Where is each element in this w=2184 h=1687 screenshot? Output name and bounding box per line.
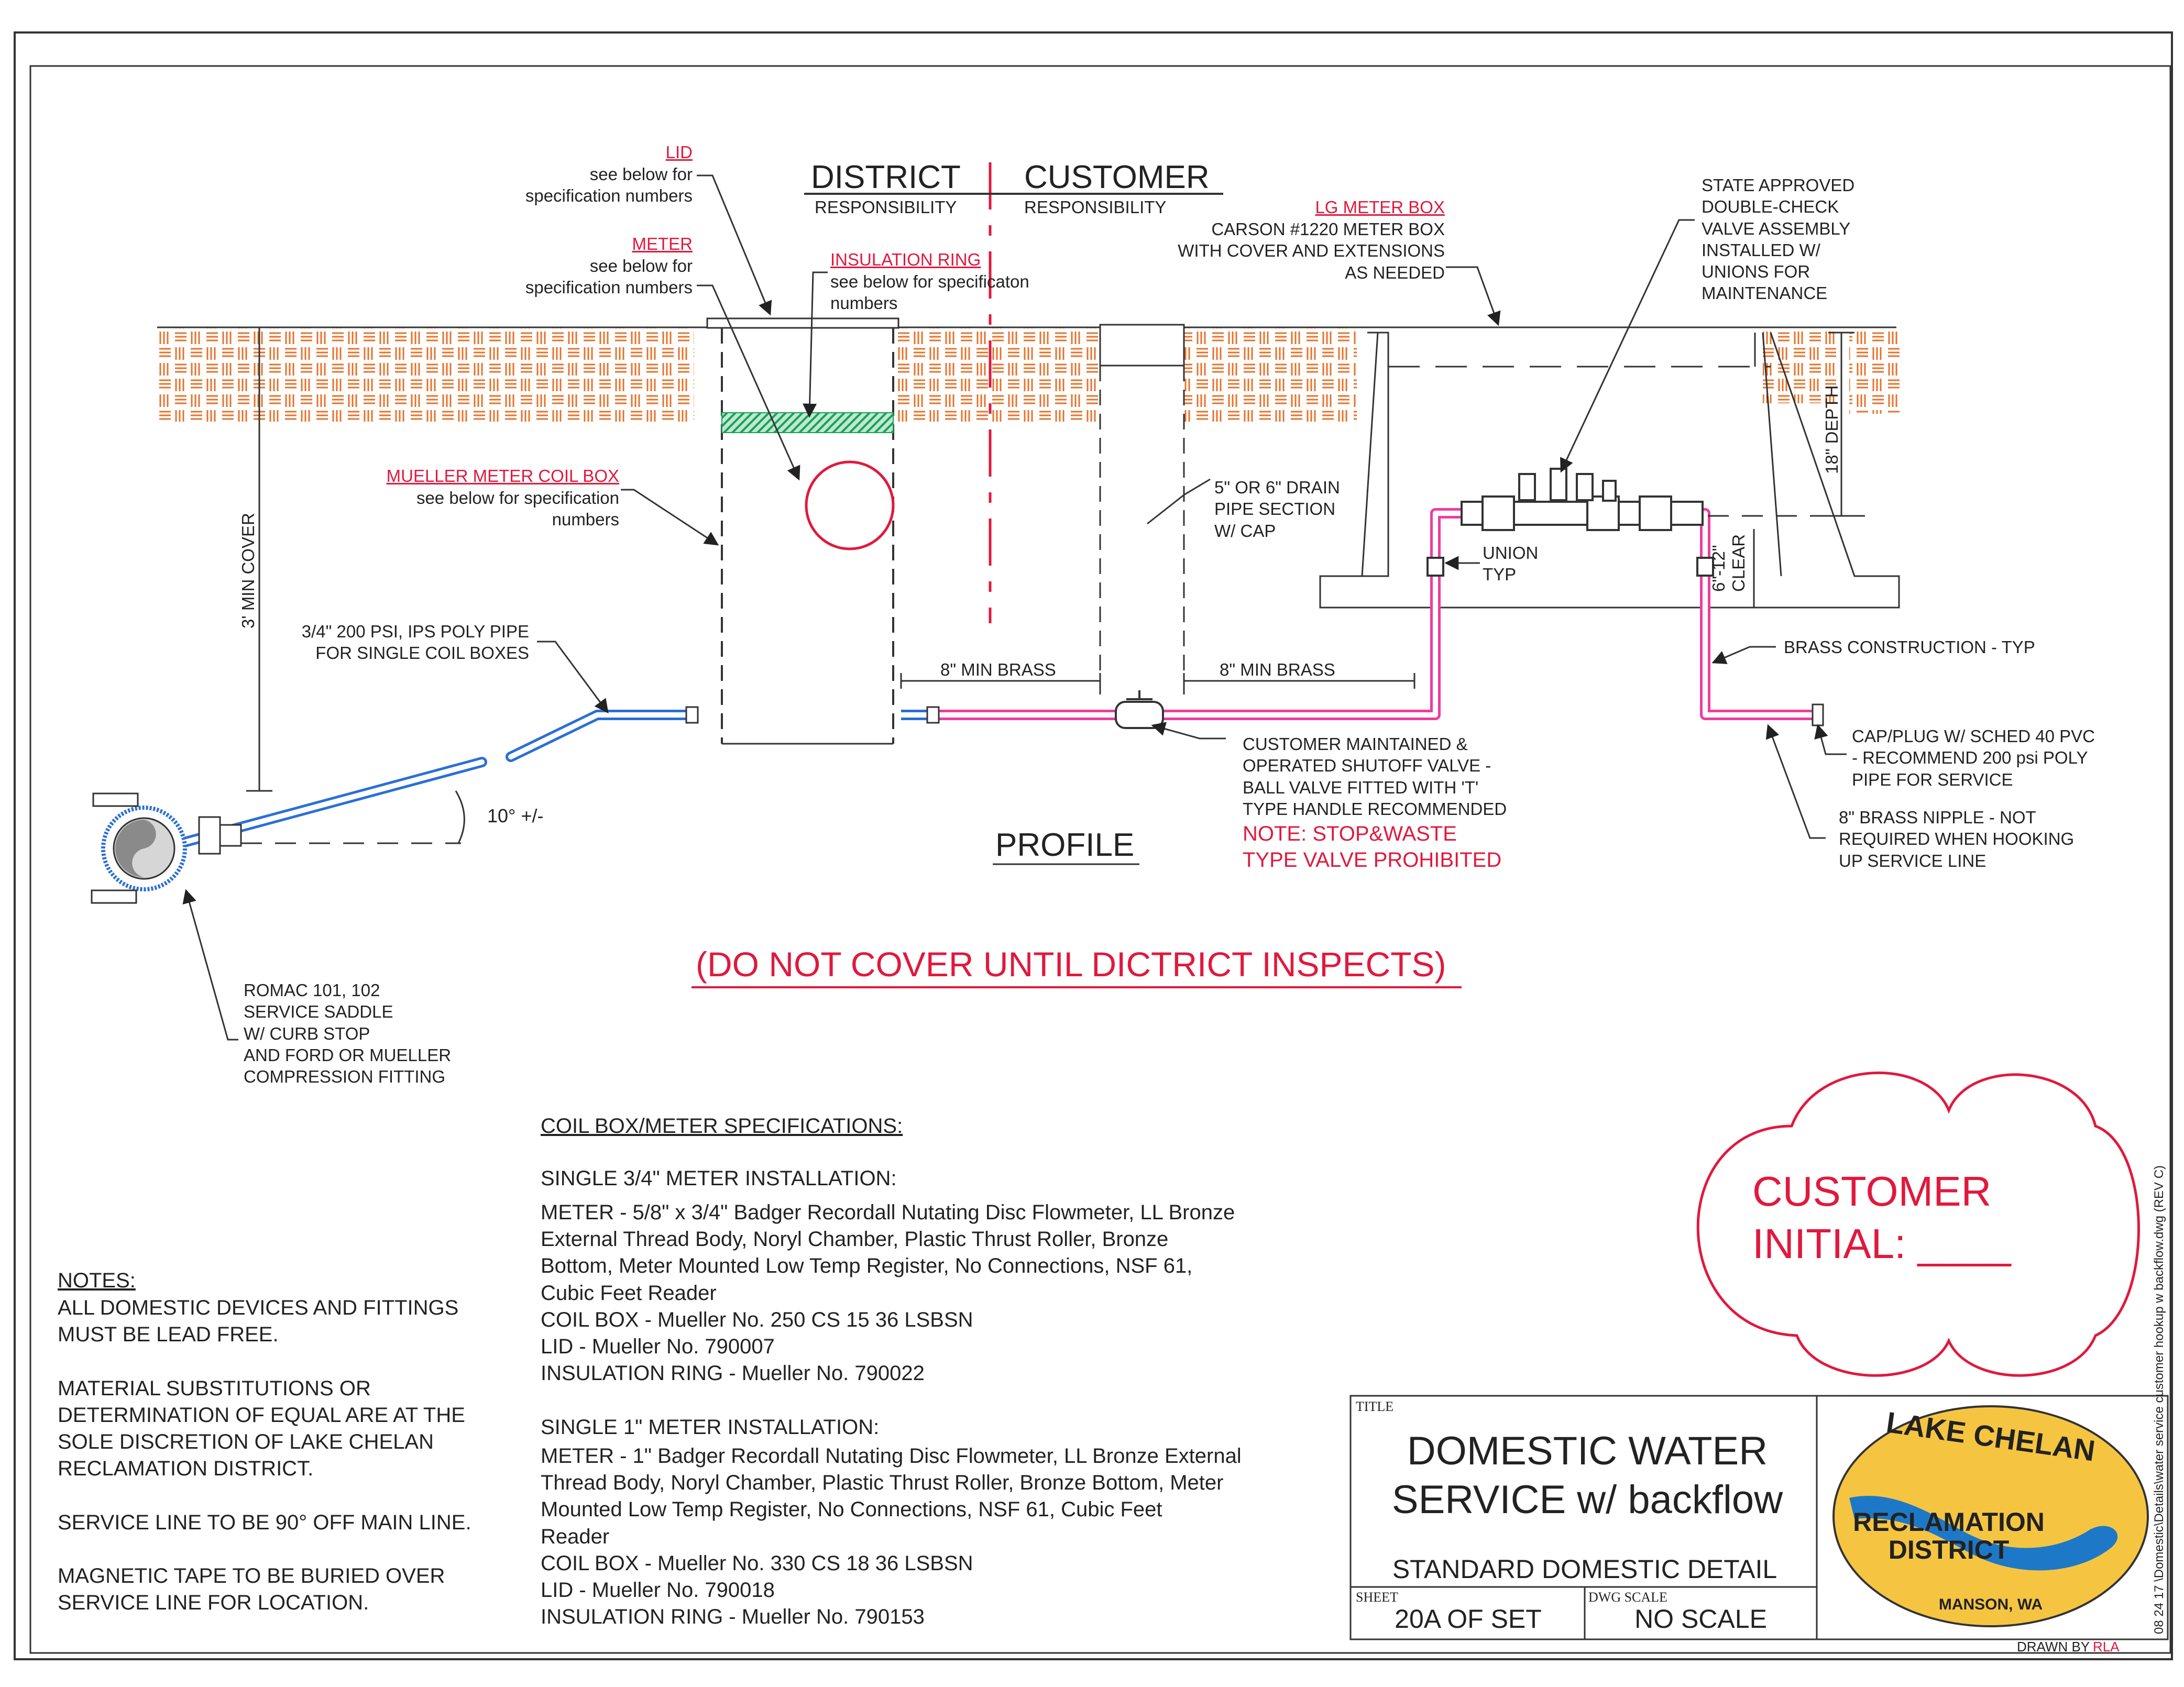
insulation-ring [721, 412, 894, 433]
soil-mid [896, 327, 1100, 422]
notes-body: ALL DOMESTIC DEVICES AND FITTINGS MUST B… [58, 1296, 471, 1615]
meter-callout-title: METER [632, 234, 693, 253]
brass-dim-1: 8" MIN BRASS [940, 660, 1056, 679]
lid-callout-text: see below for specification numbers [525, 164, 693, 206]
title-label: TITLE [1356, 1399, 1394, 1414]
customer-responsibility: RESPONSIBILITY [1024, 197, 1167, 217]
notes-heading: NOTES: [58, 1269, 136, 1292]
lgbox-callout-title: LG METER BOX [1315, 197, 1445, 217]
coilbox-callout-text: see below for specification numbers [416, 488, 619, 530]
min-cover-dim: 3' MIN COVER [238, 513, 258, 629]
logo-graphic [1832, 1405, 2149, 1627]
meter-symbol [805, 460, 895, 550]
lg-meter-box [1319, 332, 1900, 609]
lgbox-callout-text: CARSON #1220 METER BOX WITH COVER AND EX… [1178, 219, 1445, 282]
unions [1426, 557, 1714, 577]
lid [706, 317, 899, 329]
profile-label: PROFILE [995, 827, 1135, 863]
shutoff-callout: CUSTOMER MAINTAINED & OPERATED SHUTOFF V… [1243, 734, 1507, 819]
spec-1-title: SINGLE 1" METER INSTALLATION: [541, 1416, 880, 1439]
spec-34-title: SINGLE 3/4" METER INSTALLATION: [541, 1167, 897, 1190]
inspect-warning: (DO NOT COVER UNTIL DICTRICT INSPECTS) [696, 945, 1446, 984]
insulation-callout-title: INSULATION RING [830, 250, 981, 269]
customer-initial-stamp [1696, 1071, 2140, 1377]
spec-1-body: METER - 1" Badger Recordall Nutating Dis… [541, 1445, 1242, 1629]
lid-callout-title: LID [665, 142, 693, 162]
scale-value: NO SCALE [1634, 1604, 1767, 1634]
poly-pipe-upper [506, 710, 697, 762]
poly-pipe-callout: 3/4" 200 PSI, IPS POLY PIPE FOR SINGLE C… [301, 622, 529, 663]
union-callout: UNION TYP [1483, 543, 1539, 585]
brass-construction-callout: BRASS CONSTRUCTION - TYP [1784, 637, 2035, 657]
insulation-callout-text: see below for specificaton numbers [830, 272, 1029, 313]
spec-34-body: METER - 5/8" x 3/4" Badger Recordall Nut… [541, 1201, 1235, 1385]
sheet-value: 20A OF SET [1395, 1604, 1542, 1634]
double-check-valve [1461, 468, 1704, 531]
logo-bottom-text: MANSON, WA [1938, 1596, 2043, 1613]
logo-middle-text: RECLAMATION DISTRICT [1853, 1507, 2045, 1564]
drawn-by-label: DRAWN BY [2017, 1639, 2090, 1655]
ball-valve [1115, 701, 1164, 729]
brass-pipes [932, 508, 1818, 720]
stamp-line1: CUSTOMER [1752, 1168, 1992, 1215]
district-label: DISTRICT [811, 159, 961, 195]
stamp-line2: INITIAL: ____ [1752, 1220, 2011, 1267]
coilbox-callout-title: MUELLER METER COIL BOX [386, 466, 619, 486]
sheet-label: SHEET [1356, 1590, 1398, 1605]
main-line-saddle [91, 792, 242, 904]
title-block [1349, 1395, 2169, 1640]
clear-dim: 6"-12" CLEAR [1709, 534, 1748, 592]
scale-label: DWG SCALE [1588, 1590, 1667, 1605]
district-responsibility: RESPONSIBILITY [815, 197, 957, 217]
file-path-side: 08 24 17 \Domestic\Details\water service… [2152, 1165, 2166, 1634]
cap-plug-callout: CAP/PLUG W/ SCHED 40 PVC - RECOMMEND 200… [1852, 726, 2095, 789]
romac-callout: ROMAC 101, 102 SERVICE SADDLE W/ CURB ST… [244, 980, 452, 1086]
soil-right2 [1849, 330, 1902, 414]
drain-cap [1099, 324, 1185, 367]
meter-callout-text: see below for specification numbers [525, 256, 693, 297]
drawn-by-value: RLA [2093, 1639, 2120, 1655]
soil-left [157, 327, 694, 422]
brass-dim-2: 8" MIN BRASS [1220, 660, 1335, 679]
angle-label: 10° +/- [487, 805, 544, 826]
brass-nipple-callout: 8" BRASS NIPPLE - NOT REQUIRED WHEN HOOK… [1839, 808, 2075, 870]
soil-right [1763, 330, 1836, 403]
stop-waste-note: NOTE: STOP&WASTE TYPE VALVE PROHIBITED [1243, 822, 1502, 872]
drawing-subtitle: STANDARD DOMESTIC DETAIL [1392, 1554, 1777, 1584]
specs-heading: COIL BOX/METER SPECIFICATIONS: [541, 1115, 903, 1138]
depth-dim: 18" DEPTH [1822, 385, 1841, 474]
drawing-title: DOMESTIC WATER SERVICE w/ backflow [1391, 1429, 1783, 1522]
double-check-callout: STATE APPROVED DOUBLE-CHECK VALVE ASSEMB… [1702, 175, 1855, 303]
soil-mid2 [1184, 327, 1357, 422]
drain-callout: 5" OR 6" DRAIN PIPE SECTION W/ CAP [1214, 478, 1340, 541]
customer-label: CUSTOMER [1024, 159, 1210, 195]
